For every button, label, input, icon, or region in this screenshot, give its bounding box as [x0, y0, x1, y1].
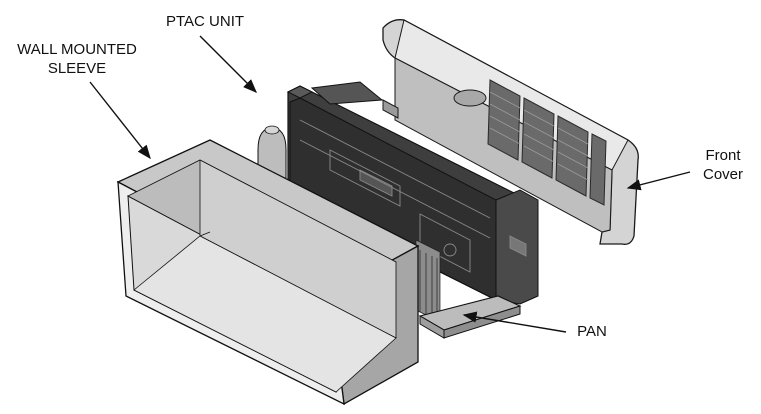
front-cover-leader-arrow [626, 171, 691, 191]
ptac-leader-arrow [199, 35, 257, 93]
front-cover [382, 19, 639, 245]
pan-leader-arrow [462, 311, 567, 333]
condenser-coil [415, 239, 441, 323]
pan-label: PAN [577, 323, 607, 340]
sleeve-leader-arrow [89, 81, 151, 160]
ptac-unit-label: PTAC UNIT [165, 13, 245, 30]
sleeve-label-line1: WALL MOUNTED [17, 41, 137, 58]
ptac-chassis [257, 81, 539, 339]
chassis-details [299, 119, 527, 273]
sleeve-label-line2: SLEEVE [47, 60, 107, 77]
leader-lines [89, 35, 691, 333]
front-cover-label-line2: Cover [702, 166, 743, 183]
front-cover-label-line1: Front [705, 147, 741, 164]
sleeve-label: WALL MOUNTED SLEEVE [2, 40, 152, 78]
wall-sleeve [116, 139, 420, 406]
front-cover-grille [487, 79, 607, 206]
front-cover-label: Front Cover [690, 146, 756, 184]
